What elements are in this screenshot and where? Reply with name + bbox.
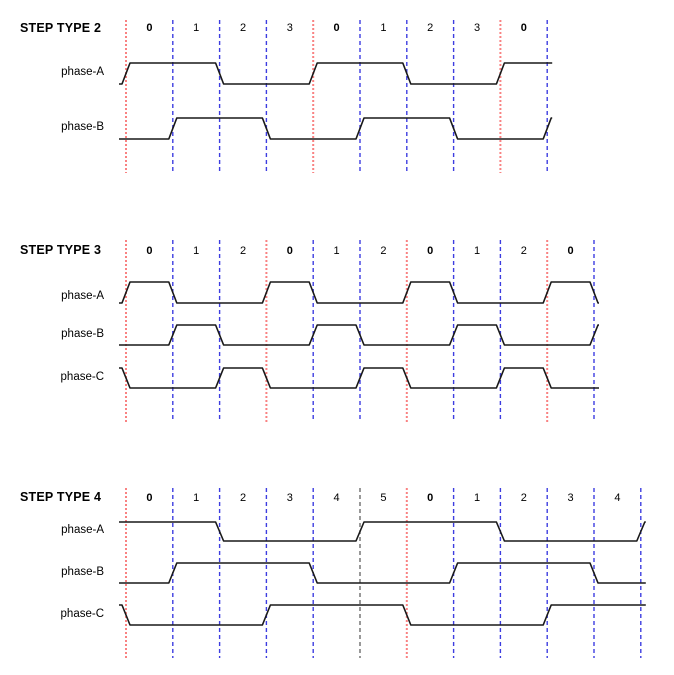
step-number: 1 xyxy=(193,492,199,504)
phase-label-s2-a: phase-A xyxy=(61,290,104,302)
step-number: 2 xyxy=(240,22,246,34)
step-number: 4 xyxy=(334,492,340,504)
step-number: 0 xyxy=(146,245,152,257)
step-number: 3 xyxy=(287,492,293,504)
phase-label-s3-c: phase-C xyxy=(60,608,104,620)
waveform-phase-B xyxy=(119,324,599,346)
step-number: 1 xyxy=(380,22,386,34)
step-number: 3 xyxy=(474,22,480,34)
step-number: 2 xyxy=(521,245,527,257)
step-number: 0 xyxy=(146,22,152,34)
step-number: 4 xyxy=(614,492,620,504)
waveform-phase-C xyxy=(119,367,599,389)
waveform-phase-A xyxy=(119,281,599,304)
step-number: 1 xyxy=(334,245,340,257)
step-number: 1 xyxy=(193,245,199,257)
step-number: 3 xyxy=(568,492,574,504)
waveform-phase-B xyxy=(119,562,646,584)
step-number: 1 xyxy=(474,245,480,257)
phase-label-s2-b: phase-B xyxy=(61,328,104,340)
section-title-step-type-3: STEP TYPE 3 xyxy=(20,243,102,257)
waveform-phase-C xyxy=(119,604,646,626)
phase-label-s3-a: phase-A xyxy=(61,524,104,536)
waveform-phase-A xyxy=(119,521,646,542)
step-number: 3 xyxy=(287,22,293,34)
phase-label-s2-c: phase-C xyxy=(60,371,104,383)
step-number: 5 xyxy=(380,492,386,504)
step-number: 1 xyxy=(193,22,199,34)
section-title-step-type-4: STEP TYPE 4 xyxy=(20,490,102,504)
section-title-step-type-2: STEP TYPE 2 xyxy=(20,21,102,35)
step-number: 2 xyxy=(240,492,246,504)
waveform-phase-B xyxy=(119,117,553,140)
step-number: 2 xyxy=(240,245,246,257)
step-number: 2 xyxy=(521,492,527,504)
phase-label-s1-b: phase-B xyxy=(61,121,104,133)
step-number: 0 xyxy=(521,22,527,34)
phase-label-s3-b: phase-B xyxy=(61,566,104,578)
phase-label-s1-a: phase-A xyxy=(61,66,104,78)
step-number: 0 xyxy=(334,22,340,34)
step-number: 2 xyxy=(380,245,386,257)
step-number: 0 xyxy=(427,245,433,257)
step-number: 0 xyxy=(287,245,293,257)
step-number: 1 xyxy=(474,492,480,504)
step-number: 2 xyxy=(427,22,433,34)
step-number: 0 xyxy=(427,492,433,504)
step-number: 0 xyxy=(146,492,152,504)
step-number: 0 xyxy=(568,245,574,257)
waveform-phase-A xyxy=(119,62,553,85)
